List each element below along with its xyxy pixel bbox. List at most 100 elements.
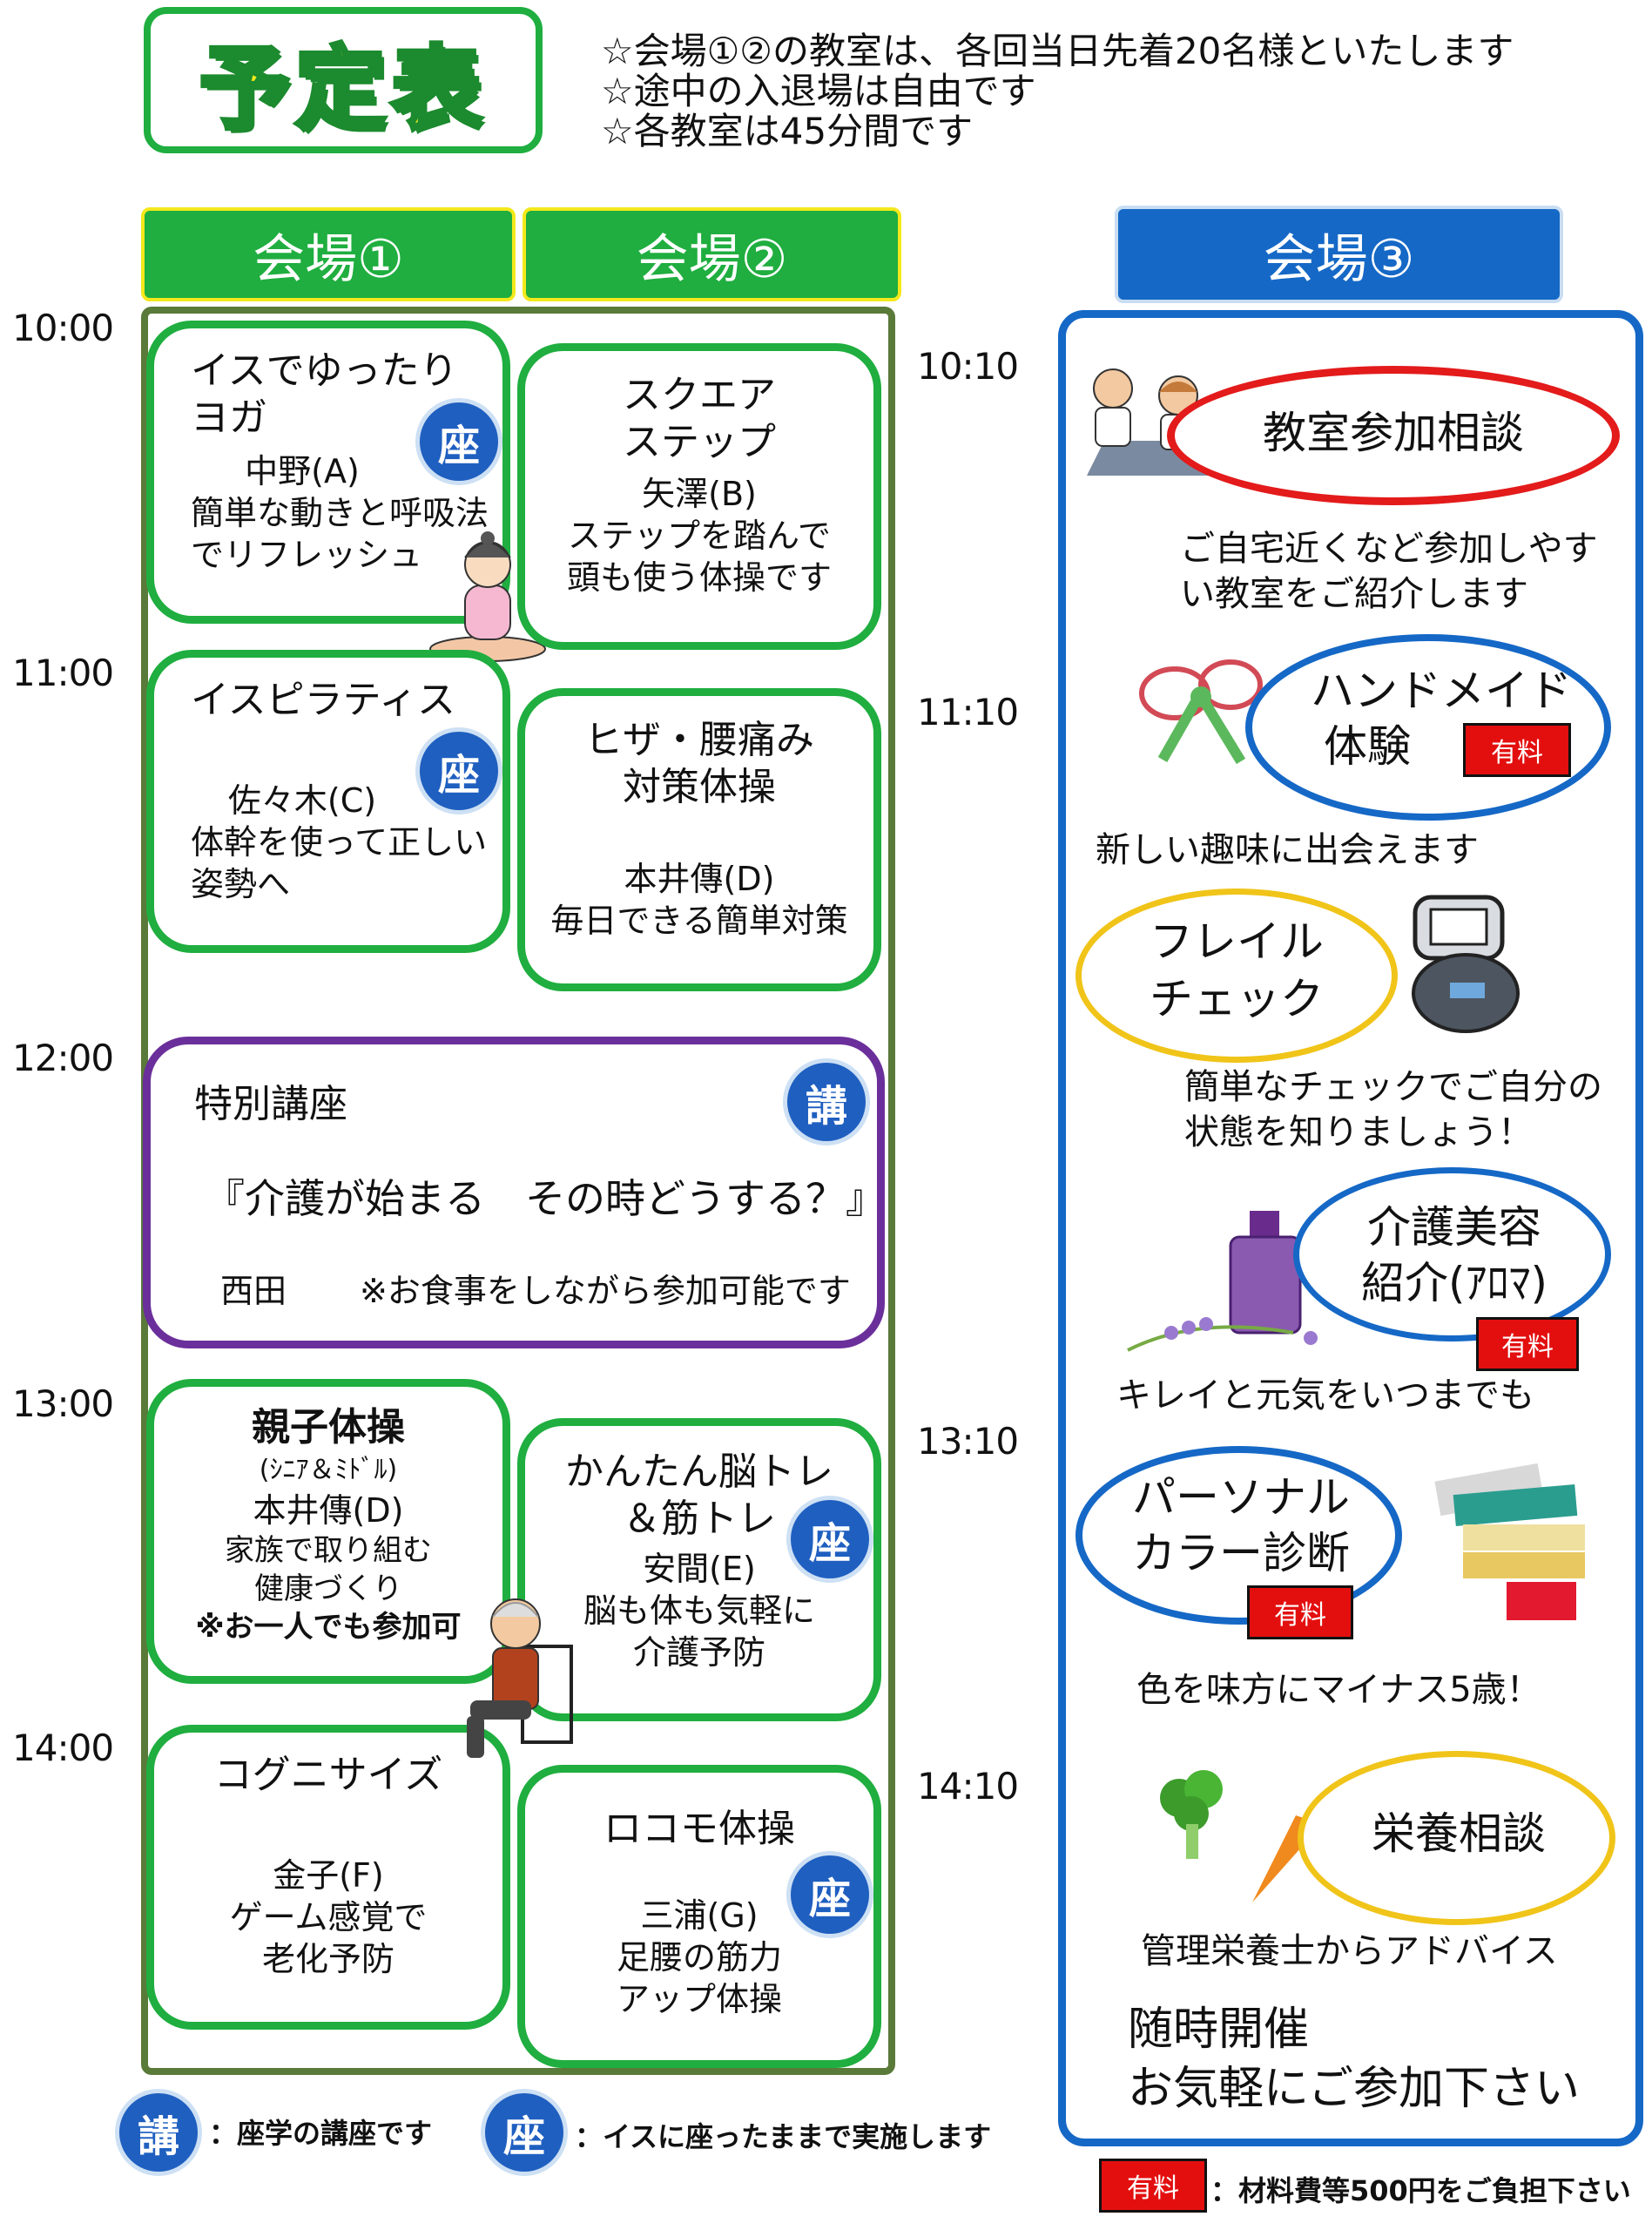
- session-special-lecture: 特別講座 『介護が始まる その時どうする？』 西田 ※お食事をしながら参加可能で…: [143, 1037, 886, 1348]
- session-desc: 毎日できる簡単対策: [550, 902, 848, 940]
- session-chair-pilates: イスピラティス 佐々木(C) 体幹を使って正しい 姿勢へ 座: [146, 650, 510, 953]
- special-note: ※お食事をしながら参加可能です: [360, 1272, 851, 1310]
- consultation-label: 教室参加相談: [1263, 408, 1524, 458]
- time-label: 14:00: [12, 1727, 114, 1769]
- venue-3-frame: [1058, 310, 1643, 2146]
- color-label: カラー診断: [1132, 1528, 1350, 1578]
- session-desc: 老化予防: [261, 1940, 394, 1978]
- handmade-desc: 新しい趣味に出会えます: [1096, 830, 1479, 870]
- time-label: 14:10: [917, 1765, 1019, 1808]
- session-title: ステップ: [623, 420, 776, 464]
- special-title: 『介護が始まる その時どうする？』: [205, 1175, 886, 1222]
- paid-badge: 有料: [1247, 1585, 1353, 1639]
- session-note: ※お一人でも参加可: [195, 1610, 462, 1645]
- nutrition-oval: [1298, 1751, 1615, 1925]
- special-instructor: 西田: [220, 1272, 287, 1310]
- session-desc: 簡単な動きと呼吸法: [191, 494, 489, 532]
- frailty-desc: 状態を知りましょう！: [1184, 1112, 1533, 1152]
- legend-seat: ：イスに座ったままで実施します: [575, 2120, 992, 2153]
- session-instructor: 安間(E): [643, 1550, 756, 1588]
- session-title: ヨガ: [191, 395, 267, 440]
- session-desc: 家族で取り組む: [225, 1533, 432, 1568]
- time-label: 11:00: [12, 652, 114, 694]
- special-label: 特別講座: [194, 1082, 347, 1126]
- aroma-label: 紹介(ｱﾛﾏ): [1360, 1258, 1547, 1308]
- session-instructor: 矢澤(B): [642, 475, 757, 513]
- aroma-bottle-icon: [1127, 1211, 1318, 1352]
- handmade-label: 体験: [1324, 721, 1411, 772]
- session-desc: 足腰の筋力: [616, 1938, 782, 1977]
- time-label: 10:10: [917, 345, 1019, 388]
- title-box: 予定表: [144, 7, 543, 153]
- session-instructor: 中野(A): [245, 452, 360, 490]
- consultation-desc: い教室をご紹介します: [1180, 574, 1528, 614]
- seat-badge: 座: [786, 1496, 873, 1583]
- frailty-label: フレイル: [1150, 916, 1324, 967]
- session-chair-yoga: イスでゆったり ヨガ 中野(A) 簡単な動きと呼吸法 でリフレッシュ 座: [146, 321, 510, 624]
- time-label: 10:00: [12, 307, 114, 349]
- nutrition-label: 栄養相談: [1372, 1808, 1546, 1859]
- consultation-oval: [1167, 366, 1620, 505]
- paid-badge: 有料: [1476, 1317, 1579, 1371]
- session-desc: 姿勢へ: [191, 865, 291, 903]
- session-title: ヒザ・腰痛み: [584, 718, 814, 762]
- session-instructor: 金子(F): [273, 1856, 384, 1895]
- consultation-desc: ご自宅近くなど参加しやす: [1180, 529, 1598, 569]
- session-title: かんたん脳トレ: [565, 1450, 833, 1494]
- note-capacity: ☆会場①②の教室は、各回当日先着20名様といたします: [601, 30, 1514, 72]
- paid-badge: 有料: [1099, 2159, 1207, 2213]
- venue-2-header: 会場②: [523, 207, 901, 301]
- session-title: イスピラティス: [191, 678, 456, 722]
- handmade-label: ハンドメイド: [1311, 666, 1572, 716]
- session-instructor: 本井傳(D): [253, 1491, 404, 1530]
- session-desc: アップ体操: [616, 1980, 782, 2018]
- time-label: 13:10: [917, 1420, 1019, 1463]
- aroma-oval: [1293, 1167, 1611, 1341]
- legend-lecture: ：座学の講座です: [209, 2117, 433, 2150]
- aroma-label: 介護美容: [1367, 1202, 1541, 1253]
- session-desc: ステップを踏んで: [567, 517, 832, 555]
- grip-meter-icon: [1412, 895, 1520, 1033]
- session-desc: 健康づくり: [254, 1571, 402, 1606]
- note-duration: ☆各教室は45分間です: [601, 110, 974, 152]
- session-title: コグニサイズ: [213, 1753, 443, 1797]
- session-subtitle: (ｼﾆｱ＆ﾐﾄﾞﾙ): [259, 1455, 398, 1485]
- session-instructor: 三浦(G): [640, 1896, 759, 1935]
- color-swatch-icon: [1434, 1463, 1585, 1620]
- session-desc: 体幹を使って正しい: [191, 823, 488, 862]
- nutrition-desc: 管理栄養士からアドバイス: [1141, 1931, 1558, 1971]
- session-desc: 介護予防: [632, 1633, 765, 1672]
- lecture-badge: 講: [115, 2089, 202, 2176]
- elderly-man-icon: [467, 1598, 573, 1758]
- anytime-message: お気軽にご参加下さい: [1128, 2063, 1580, 2115]
- session-knee-back: ヒザ・腰痛み 対策体操 本井傳(D) 毎日できる簡単対策: [517, 688, 881, 991]
- aroma-desc: キレイと元気をいつまでも: [1116, 1375, 1534, 1416]
- ribbon-icon: [1139, 659, 1263, 765]
- seat-badge: 座: [415, 398, 502, 485]
- session-title: 対策体操: [623, 765, 776, 809]
- venue-1-header: 会場①: [141, 207, 516, 301]
- session-cognicise: コグニサイズ 金子(F) ゲーム感覚で 老化予防: [146, 1725, 510, 2030]
- session-instructor: 佐々木(C): [227, 781, 377, 820]
- session-title: ロコモ体操: [603, 1807, 795, 1851]
- frailty-label: チェック: [1150, 974, 1324, 1024]
- lecture-badge: 講: [783, 1058, 870, 1145]
- session-title: スクエア: [623, 373, 776, 417]
- frailty-desc: 簡単なチェックでご自分の: [1184, 1067, 1602, 1107]
- frailty-oval: [1075, 889, 1398, 1063]
- seat-badge: 座: [786, 1851, 873, 1938]
- session-title: 親子体操: [252, 1405, 405, 1450]
- session-brain-muscle: かんたん脳トレ ＆筋トレ 安間(E) 脳も体も気軽に 介護予防 座: [517, 1418, 881, 1721]
- time-label: 12:00: [12, 1037, 114, 1079]
- session-instructor: 本井傳(D): [624, 860, 775, 898]
- seat-badge: 座: [415, 727, 502, 814]
- session-parent-child: 親子体操 (ｼﾆｱ＆ﾐﾄﾞﾙ) 本井傳(D) 家族で取り組む 健康づくり ※お一…: [146, 1379, 510, 1684]
- session-title: イスでゆったり: [191, 348, 458, 393]
- session-desc: ゲーム感覚で: [229, 1898, 428, 1936]
- legend-paid: ：材料費等500円をご負担下さい: [1210, 2174, 1631, 2207]
- session-square-step: スクエア ステップ 矢澤(B) ステップを踏んで 頭も使う体操です: [517, 343, 881, 650]
- paid-badge: 有料: [1463, 723, 1571, 777]
- page-title: 予定表: [197, 33, 487, 144]
- color-desc: 色を味方にマイナス5歳！: [1136, 1670, 1541, 1710]
- session-locomo: ロコモ体操 三浦(G) 足腰の筋力 アップ体操 座: [517, 1765, 881, 2068]
